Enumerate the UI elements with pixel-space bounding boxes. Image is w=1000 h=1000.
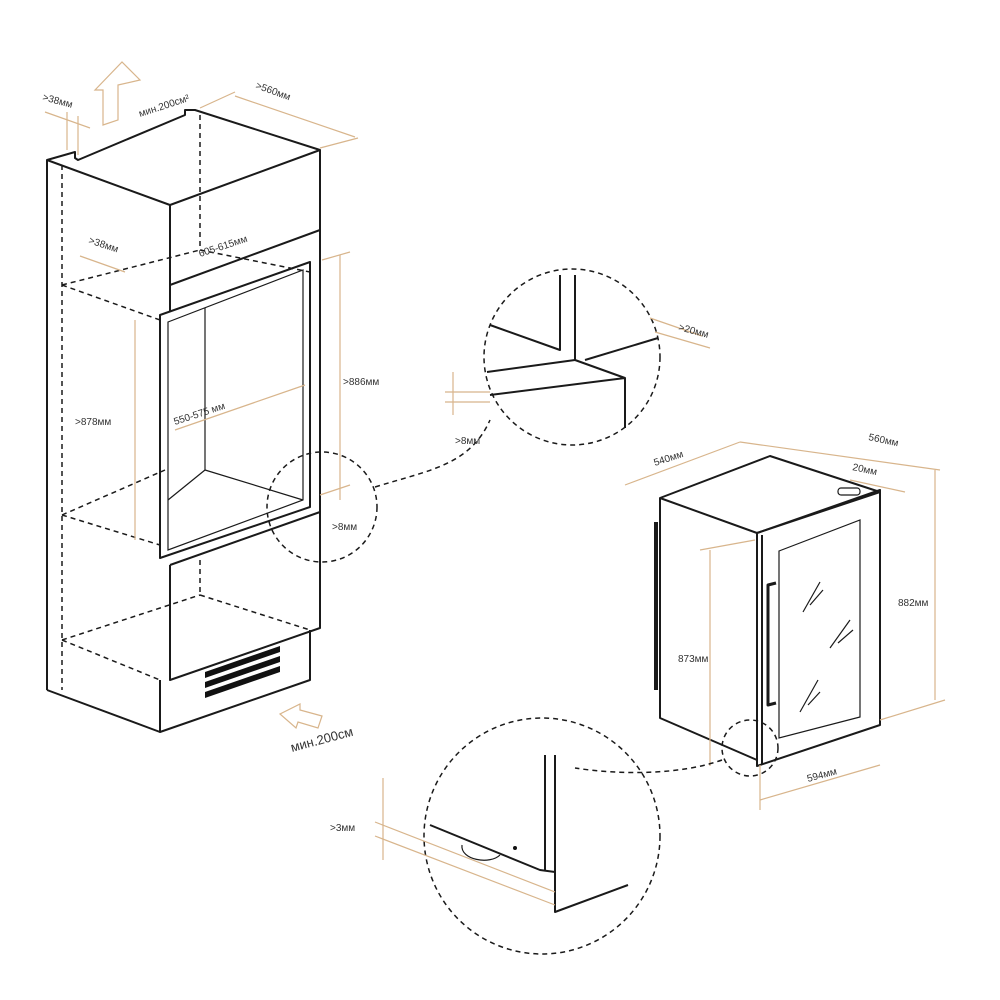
- dim-top-gap: >38мм: [41, 92, 74, 111]
- dim-height-inner: >878мм: [75, 417, 111, 428]
- cabinet-drawing: >38мм мин.200см² >560мм >38мм 605-615мм …: [41, 61, 491, 755]
- dim-bottom-gap: >8мм: [332, 522, 357, 533]
- wine-cooler-drawing: 540мм 560мм 20мм 882мм 873мм 594мм: [574, 432, 946, 810]
- glass-reflection: [799, 581, 854, 713]
- detail-top-bottom-gap: >8мм: [455, 436, 480, 447]
- dim-side-gap: >38мм: [87, 235, 120, 255]
- dim-height-body: 873мм: [678, 654, 709, 665]
- glass-door: [778, 519, 861, 739]
- detail-bottom-gap-label: >3мм: [330, 823, 355, 834]
- detail-top-side-gap: >20мм: [677, 322, 710, 341]
- dim-appliance-width: 540мм: [653, 449, 685, 469]
- dim-height-outer: >886мм: [343, 377, 379, 388]
- door-handle: [766, 581, 777, 707]
- dim-door: 20мм: [851, 462, 878, 478]
- ventilation-up-arrow-icon: [93, 61, 142, 126]
- dim-depth: >560мм: [254, 80, 292, 103]
- detail-bottom-gap: >3мм: [330, 717, 661, 955]
- dim-width: 605-615мм: [198, 234, 249, 260]
- detail-top-gap: >20мм >8мм: [445, 268, 711, 447]
- dim-appliance-depth: 560мм: [867, 432, 899, 449]
- dim-vent-bottom: мин.200см: [289, 724, 355, 755]
- vent-grille: [205, 646, 280, 698]
- ventilation-in-arrow-icon: [278, 703, 323, 730]
- dim-height-total: 882мм: [898, 598, 929, 609]
